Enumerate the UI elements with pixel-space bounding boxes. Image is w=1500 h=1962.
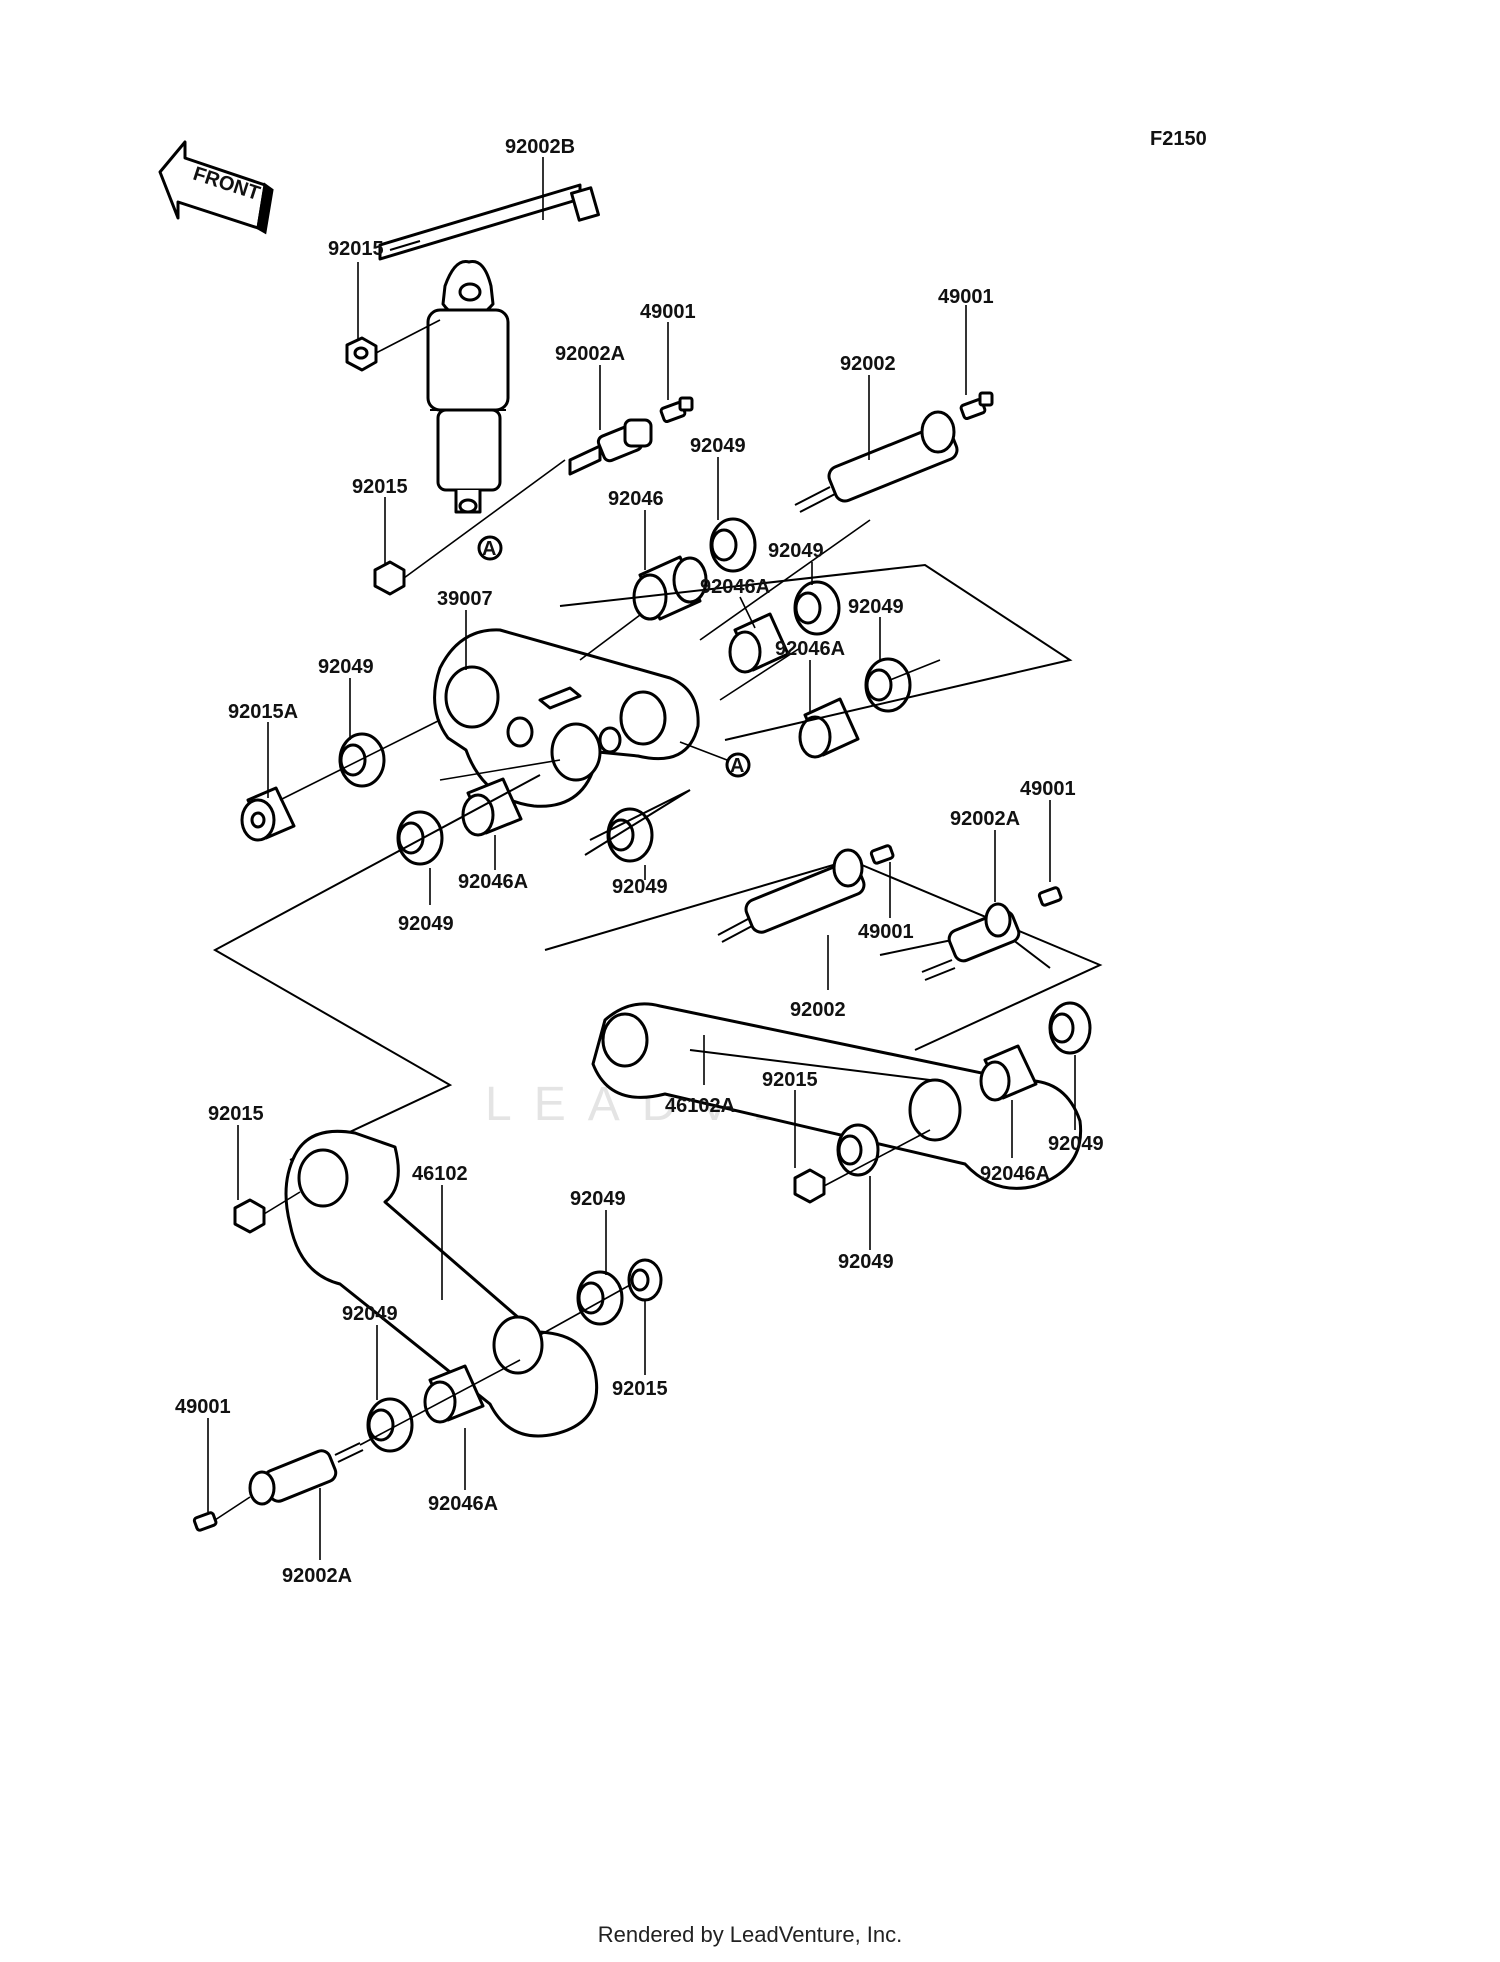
link-46102a: [591, 1002, 1083, 1190]
part-label: 49001: [938, 286, 994, 308]
bolt-92002-upper: [794, 410, 959, 513]
part-label: 46102: [412, 1163, 468, 1185]
part-label: 92002A: [555, 343, 625, 365]
part-label: 92049: [768, 540, 824, 562]
washer-92049-d: [338, 732, 386, 788]
part-label: 49001: [858, 921, 914, 943]
part-label: 92049: [838, 1251, 894, 1273]
nut-92015-lower: [373, 560, 406, 596]
nut-92015-lower-left: [627, 1258, 663, 1302]
part-label: 92046A: [775, 638, 845, 660]
part-label: 49001: [175, 1396, 231, 1418]
part-label: 92049: [1048, 1133, 1104, 1155]
callout-a-lower: A: [725, 752, 751, 778]
part-label: 92049: [690, 435, 746, 457]
bearing-92046a-d: [979, 1044, 1038, 1102]
washer-92049-a: [709, 517, 757, 573]
nut-92015-left: [233, 1198, 266, 1234]
part-label: 92002A: [282, 1565, 352, 1587]
bolt-92002-lower: [717, 848, 866, 943]
washer-92049-j: [366, 1397, 414, 1453]
part-label: 92002B: [505, 136, 575, 158]
part-label: 92015A: [228, 701, 298, 723]
shock-absorber: [426, 260, 510, 514]
part-label: 92049: [570, 1188, 626, 1210]
part-label: 92015: [762, 1069, 818, 1091]
part-label: 92049: [342, 1303, 398, 1325]
part-label: 46102A: [665, 1095, 735, 1117]
grease-fitting-49001-e: [192, 1511, 218, 1532]
part-label: 39007: [437, 588, 493, 610]
washer-92049-i: [576, 1270, 624, 1326]
part-label: 92049: [848, 596, 904, 618]
part-label: 92015: [208, 1103, 264, 1125]
bearing-92046a-b: [798, 697, 860, 759]
front-arrow-icon: FRONT: [158, 140, 274, 235]
nut-92015-upper: [345, 336, 378, 372]
bearing-92046a-a: [728, 612, 790, 674]
figure-code: F2150: [1150, 128, 1207, 150]
leader-lines: [207, 157, 1076, 1560]
bolt-92002a-upper: [568, 418, 653, 476]
part-label: 92049: [612, 876, 668, 898]
part-label: 49001: [1020, 778, 1076, 800]
washer-92049-e: [396, 810, 444, 866]
part-label: 92049: [318, 656, 374, 678]
callout-a-upper: A: [477, 535, 503, 561]
grease-fitting-49001-a: [659, 396, 694, 423]
part-label: 92049: [398, 913, 454, 935]
part-label: 92015: [352, 476, 408, 498]
part-label: 92015: [612, 1378, 668, 1400]
part-label: 92046: [608, 488, 664, 510]
grease-fitting-49001-d: [1037, 886, 1063, 907]
bolt-92002a-right: [921, 902, 1021, 981]
nut-92015-right: [793, 1168, 826, 1204]
part-label: 92015: [328, 238, 384, 260]
part-label: 92046A: [700, 576, 770, 598]
washer-92049-b: [793, 580, 841, 636]
bolt-92002b: [378, 183, 600, 261]
part-label: 92002A: [950, 808, 1020, 830]
svg-text:A: A: [482, 538, 496, 560]
washer-92049-c: [864, 657, 912, 713]
washer-92049-g: [1048, 1001, 1092, 1055]
grease-fitting-49001-c: [869, 844, 895, 865]
relay-arm-39007: [433, 628, 700, 808]
part-label: 92046A: [980, 1163, 1050, 1185]
collar-92015a: [240, 786, 296, 842]
part-label: 49001: [640, 301, 696, 323]
part-label: 92002: [840, 353, 896, 375]
grease-fitting-49001-b: [959, 391, 994, 420]
part-label: 92002: [790, 999, 846, 1021]
part-label: 92046A: [428, 1493, 498, 1515]
part-labels: 92002B 92015 49001 92002A 92002 49001 92…: [175, 136, 1104, 1587]
part-label: 92046A: [458, 871, 528, 893]
washer-92049-f: [606, 807, 654, 863]
bolt-92002a-lower: [248, 1442, 364, 1506]
svg-text:A: A: [730, 755, 744, 777]
footer-credit: Rendered by LeadVenture, Inc.: [597, 1922, 903, 1947]
